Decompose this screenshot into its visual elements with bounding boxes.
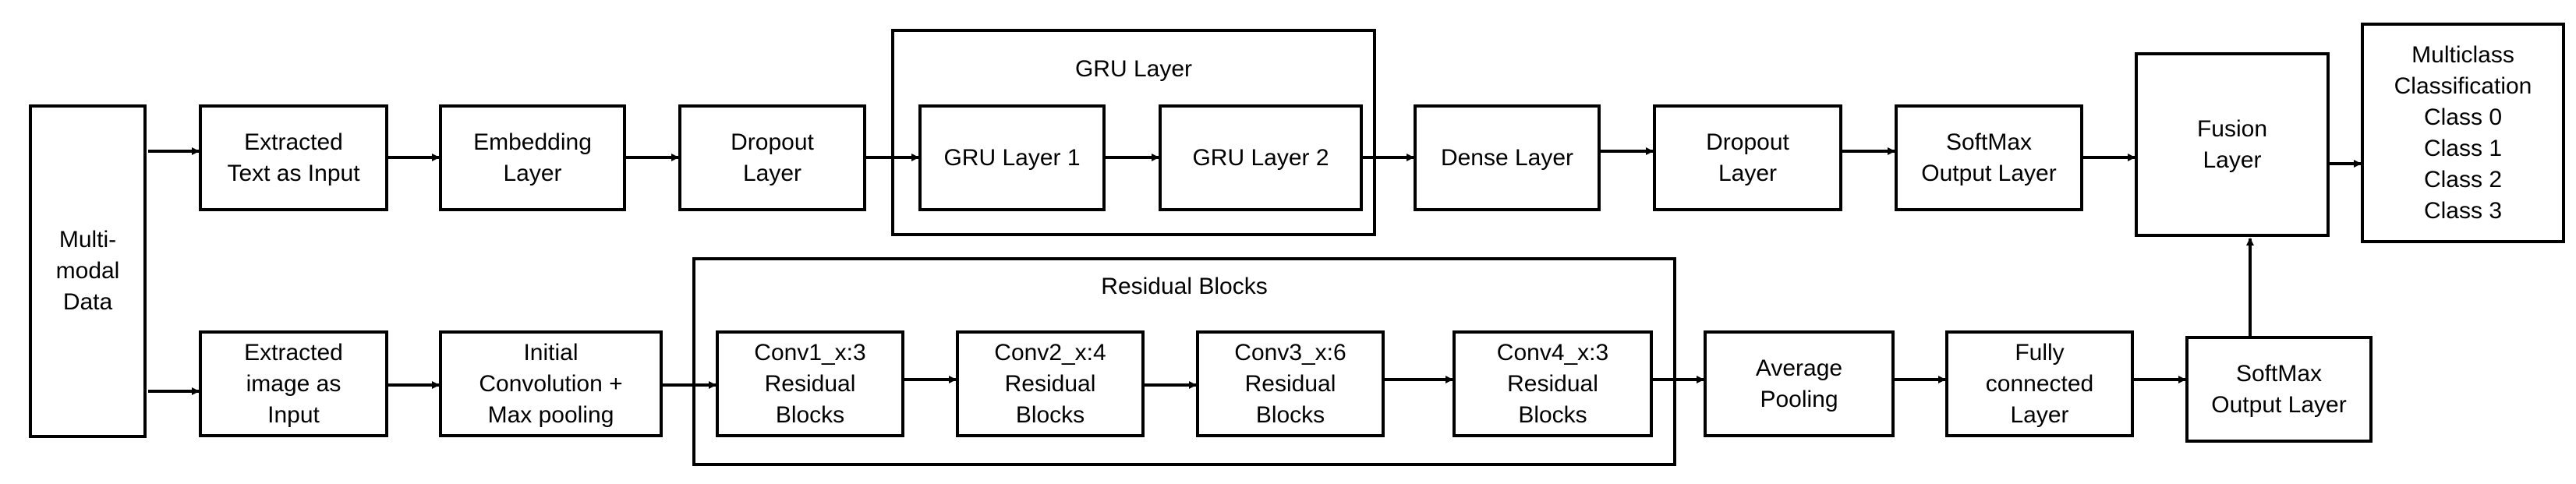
extracted-text-node: Extracted Text as Input [199,104,388,211]
conv4-block-node: Conv4_x:3 Residual Blocks [1453,330,1653,437]
residual-blocks-group: Residual Blocks [692,257,1676,466]
softmax-output-image-node: SoftMax Output Layer [2185,336,2373,443]
dropout-layer-dense-node: Dropout Layer [1653,104,1842,211]
initial-convolution-node: Initial Convolution + Max pooling [439,330,663,437]
dense-layer-node: Dense Layer [1414,104,1601,211]
conv2-block-node: Conv2_x:4 Residual Blocks [956,330,1145,437]
fusion-layer-node: Fusion Layer [2135,52,2330,237]
gru-layer-group: GRU Layer [891,29,1376,236]
average-pooling-node: Average Pooling [1704,330,1895,437]
gru-layer-1-node: GRU Layer 1 [918,104,1106,211]
conv3-block-node: Conv3_x:6 Residual Blocks [1196,330,1385,437]
multimodal-data-node: Multi- modal Data [29,104,147,438]
softmax-output-text-node: SoftMax Output Layer [1895,104,2083,211]
gru-layer-2-node: GRU Layer 2 [1159,104,1363,211]
residual-blocks-group-title: Residual Blocks [1101,274,1268,299]
gru-layer-group-title: GRU Layer [1074,56,1193,82]
conv1-block-node: Conv1_x:3 Residual Blocks [716,330,904,437]
embedding-layer-node: Embedding Layer [439,104,626,211]
multiclass-classification-node: Multiclass Classification Class 0 Class … [2361,23,2565,243]
fully-connected-layer-node: Fully connected Layer [1945,330,2134,437]
dropout-layer-text-node: Dropout Layer [678,104,866,211]
extracted-image-node: Extracted image as Input [199,330,388,437]
